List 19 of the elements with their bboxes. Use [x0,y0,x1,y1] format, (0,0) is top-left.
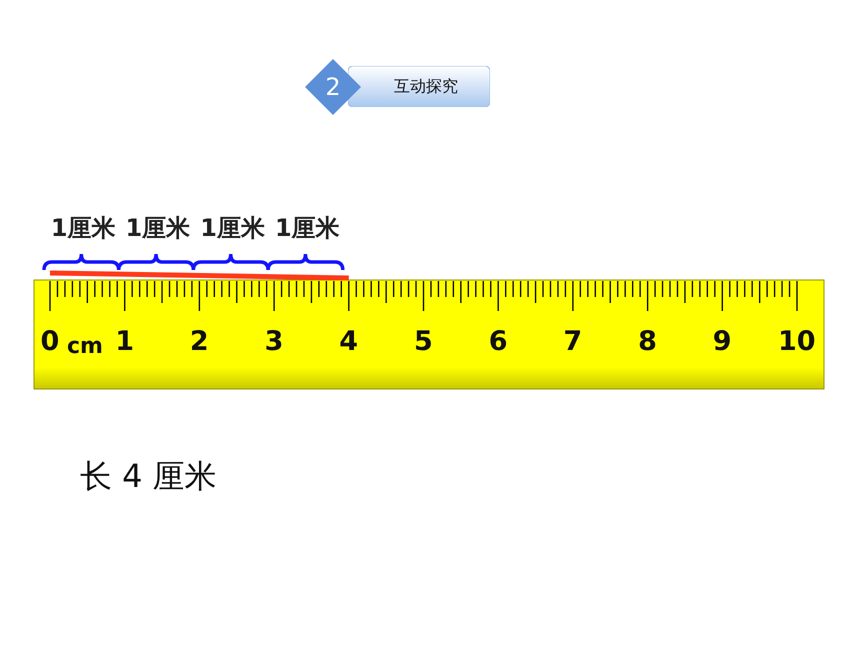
scale-number: 7 [563,328,582,354]
result-text: 长 4 厘米 [80,460,217,492]
scale-number: 1 [115,328,134,354]
scale-number: 4 [339,328,358,354]
unit-label: cm [67,336,103,358]
scale-number: 3 [264,328,284,354]
section-banner: 互动探究 [348,66,490,107]
scale-number: 9 [712,328,732,354]
scale-number: 2 [190,328,209,354]
length-label: 1厘米 [200,216,265,240]
scale-number: 0 [40,328,60,354]
length-label: 1厘米 [126,216,190,240]
scale-number: 5 [414,328,433,354]
scale-number: 10 [778,328,816,354]
length-label: 1厘米 [50,216,116,240]
step-diamond: 2 [305,59,361,115]
length-label: 1厘米 [274,216,340,240]
scale-number: 6 [488,328,508,354]
scale-number: 8 [638,328,657,354]
